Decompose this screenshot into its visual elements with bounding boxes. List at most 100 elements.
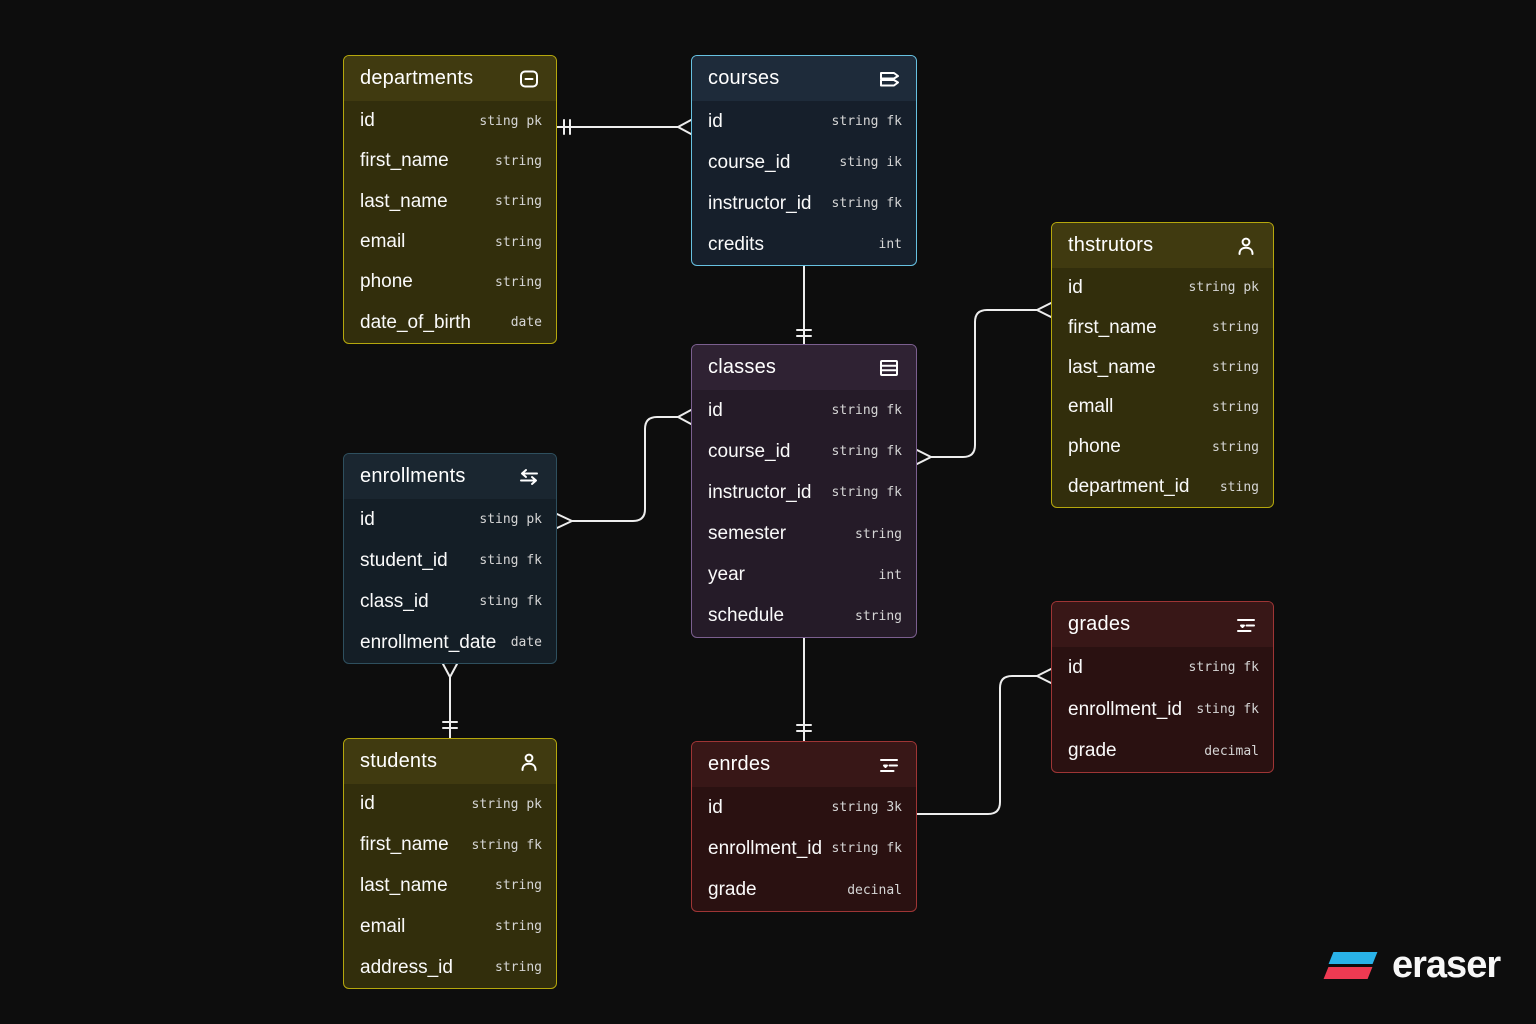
connector-classes-thstrutors[interactable] bbox=[916, 302, 1052, 465]
field-name: grade bbox=[1068, 740, 1117, 762]
field-type: string fk bbox=[831, 841, 902, 857]
table-header[interactable]: departments bbox=[344, 56, 556, 101]
field-type: string bbox=[1212, 320, 1259, 336]
field-type: string bbox=[495, 234, 542, 250]
table-header[interactable]: grades bbox=[1052, 602, 1273, 647]
field-type: string bbox=[495, 960, 542, 976]
connector-courses-classes[interactable] bbox=[796, 265, 812, 345]
connector-classes-enrdes[interactable] bbox=[796, 637, 812, 742]
connector-segment[interactable] bbox=[571, 416, 679, 522]
connector-segment[interactable] bbox=[677, 409, 692, 425]
field-name: instructor_id bbox=[708, 192, 812, 214]
connector-enrollments-students[interactable] bbox=[442, 663, 458, 739]
table-header[interactable]: thstrutors bbox=[1052, 223, 1273, 268]
field-name: id bbox=[360, 508, 375, 530]
eraser-logo-icon bbox=[1323, 948, 1378, 982]
field-type: string fk bbox=[831, 403, 902, 419]
field-name: address_id bbox=[360, 956, 453, 978]
field-name: first_name bbox=[1068, 316, 1157, 338]
field-type: sting fk bbox=[479, 553, 542, 568]
field-type: string fk bbox=[831, 485, 902, 501]
field-name: department_id bbox=[1068, 476, 1190, 498]
field-name: schedule bbox=[708, 605, 785, 627]
field-name: emall bbox=[1068, 396, 1114, 418]
eraser-brand-text: eraser bbox=[1392, 944, 1501, 986]
field-type: string bbox=[495, 153, 542, 169]
field-name: last_name bbox=[360, 874, 448, 896]
book-icon bbox=[876, 66, 902, 92]
connector-segment[interactable] bbox=[556, 513, 573, 529]
field-row: first_name string bbox=[1052, 308, 1273, 348]
connector-segment[interactable] bbox=[930, 309, 1038, 458]
field-type: int bbox=[878, 567, 902, 583]
table-header[interactable]: courses bbox=[692, 56, 916, 101]
person-icon bbox=[516, 749, 542, 775]
connector-segment[interactable] bbox=[916, 675, 1038, 815]
field-type: string 3k bbox=[831, 800, 902, 816]
table-header[interactable]: classes bbox=[692, 345, 916, 390]
logo-bar-bottom bbox=[1323, 966, 1373, 979]
connector-segment[interactable] bbox=[1036, 668, 1052, 684]
minus-square-icon bbox=[516, 66, 542, 92]
eraser-watermark: eraser bbox=[1323, 942, 1501, 988]
table-header[interactable]: enrdes bbox=[692, 742, 916, 787]
field-name: email bbox=[360, 915, 406, 937]
field-type: string bbox=[855, 608, 902, 624]
field-name: first_name bbox=[360, 834, 449, 856]
connector-segment[interactable] bbox=[442, 663, 458, 678]
connector-enrollments-classes[interactable] bbox=[556, 409, 692, 529]
field-type: string bbox=[495, 919, 542, 935]
connector-segment[interactable] bbox=[916, 449, 932, 465]
connector-segment[interactable] bbox=[796, 329, 812, 337]
field-type: string bbox=[495, 274, 542, 290]
field-type: sting fk bbox=[1196, 702, 1259, 717]
table-header[interactable]: enrollments bbox=[344, 454, 556, 499]
field-name: date_of_birth bbox=[360, 311, 471, 333]
table-title: classes bbox=[708, 356, 777, 378]
field-name: id bbox=[360, 793, 375, 815]
field-name: phone bbox=[1068, 436, 1121, 458]
field-name: email bbox=[360, 231, 406, 253]
field-row: email string bbox=[344, 222, 556, 262]
connector-segment[interactable] bbox=[563, 119, 571, 135]
connector-segment[interactable] bbox=[677, 119, 692, 135]
connector-segment[interactable] bbox=[796, 724, 812, 732]
connector-segment[interactable] bbox=[1036, 302, 1052, 318]
field-type: string fk bbox=[831, 196, 902, 211]
field-type: string bbox=[495, 878, 542, 894]
table-header[interactable]: students bbox=[344, 739, 556, 784]
table-title: enrollments bbox=[360, 465, 466, 487]
sliders-icon bbox=[1233, 612, 1259, 638]
table-rows-icon bbox=[876, 355, 902, 381]
connector-enrdes-grades[interactable] bbox=[916, 668, 1052, 815]
connector-departments-courses[interactable] bbox=[556, 119, 692, 135]
field-name: enrollment_id bbox=[708, 837, 823, 859]
field-type: string fk bbox=[471, 837, 542, 853]
connector-segment[interactable] bbox=[442, 721, 458, 729]
